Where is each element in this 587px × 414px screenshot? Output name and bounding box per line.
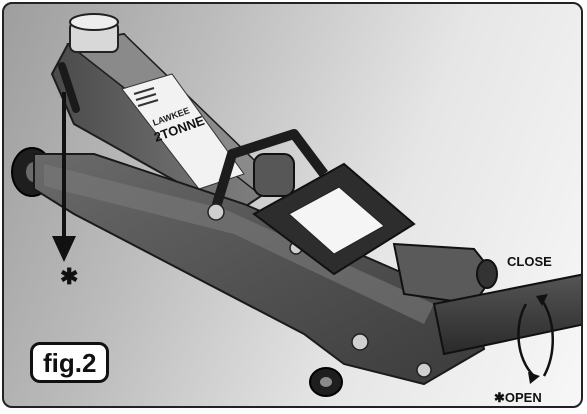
figure-frame: LAWKEE 2TONNE xyxy=(2,2,583,408)
release-valve-socket xyxy=(392,242,498,306)
floor-jack-illustration: LAWKEE 2TONNE xyxy=(11,13,581,397)
lift-saddle xyxy=(69,13,119,53)
rotation-indicator xyxy=(517,294,554,384)
lowering-arrow xyxy=(52,92,76,262)
pump-handle xyxy=(432,273,581,356)
hydraulic-pump xyxy=(252,153,416,276)
close-direction-label: CLOSE xyxy=(507,254,552,269)
figure-label: fig.2 xyxy=(30,342,110,383)
jack-chassis xyxy=(33,153,486,386)
carry-handle xyxy=(207,129,328,221)
open-direction-label: ✱OPEN xyxy=(494,390,542,405)
close-arrowhead xyxy=(536,294,548,306)
rear-wheel xyxy=(309,367,343,397)
product-sticker: LAWKEE 2TONNE xyxy=(121,73,245,190)
pump-marker-asterisk: ✱ xyxy=(60,264,79,289)
open-arrowhead xyxy=(528,372,540,384)
